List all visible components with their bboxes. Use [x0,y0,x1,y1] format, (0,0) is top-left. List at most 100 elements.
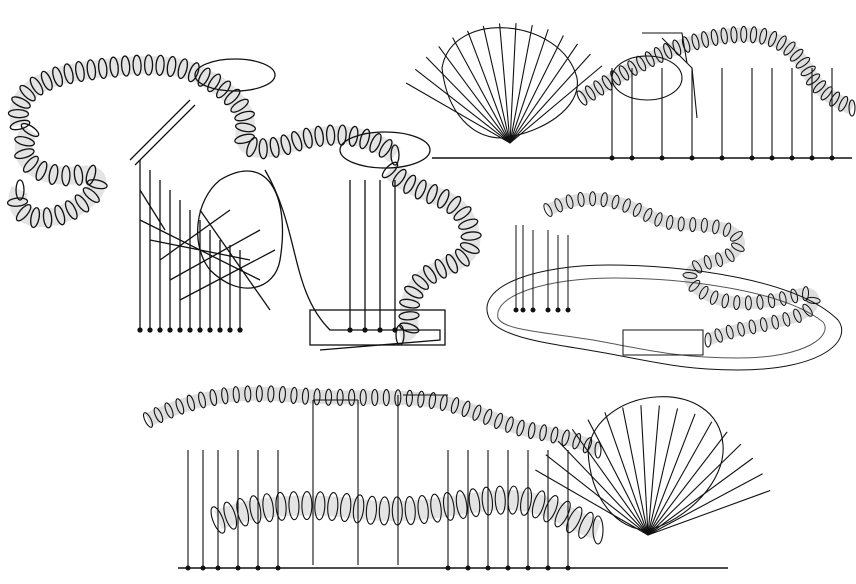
column-footing [520,307,526,313]
runout-platform [622,329,704,356]
tube-ring [698,285,709,300]
tube-ring [505,416,514,433]
column-footing [689,155,695,161]
funnel-rib [509,65,603,144]
column-footing [217,327,223,333]
tube-ring [313,388,321,406]
tube-path-bottom-upper [144,386,602,457]
column-footing [237,327,243,333]
tube-ring [255,385,263,403]
tube-ring [790,288,799,304]
tube-ring [561,429,570,447]
funnel-rib [557,440,649,536]
tube-ring [61,165,71,187]
funnel-rib [414,68,511,144]
tube-ring [459,242,480,255]
tube-rings-bottom [142,385,604,545]
tube-ring [618,65,630,81]
tube-ring [783,41,796,56]
funnel-rib [647,457,754,536]
tube-ring [48,163,59,186]
tube-ring [109,56,119,78]
tube-ring [453,206,472,221]
tube-ring [42,207,53,229]
tube-ring [767,30,778,48]
support-columns-bottom [185,450,571,571]
tube-ring [52,66,64,88]
tube-ring [142,412,154,428]
tube-ring [455,490,468,519]
tube-ring [434,258,447,279]
tube-ring [689,217,697,233]
tube-ring [301,387,310,405]
tube-ring [779,291,787,306]
tube-ring [654,212,663,227]
tube-ring [19,84,36,102]
funnel-rib [647,431,728,536]
elevation-wireframe [405,23,856,161]
tube-path-right [383,163,481,344]
column-footing [137,327,143,333]
funnel-rib [509,35,564,144]
tube-ring [802,303,813,317]
column-footing [719,155,725,161]
tube-ring [22,155,39,173]
tube-ring [472,404,482,421]
funnel-rib [425,56,511,144]
tube-ring [325,124,336,146]
funnel-rib [509,53,591,144]
funnel-rib [509,43,579,144]
funnel-rib [647,408,679,536]
tube-ring [382,389,390,407]
tube-ring [278,386,287,404]
funnel-rib [509,23,517,144]
tube-ring [411,274,430,291]
funnel-rib [482,25,511,144]
column-footing [513,307,519,313]
tube-ring [428,392,437,410]
column-footing [207,327,213,333]
tube-ring [550,426,559,444]
tube-ring [688,279,701,292]
tube-ring [221,387,229,405]
tube-ring [527,422,536,440]
tube-ring [450,397,460,414]
bowl-right [339,131,431,169]
tube-ring [336,388,344,406]
tube-ring [744,295,752,311]
tube-ring [75,60,85,83]
funnel-rib [587,419,649,536]
tube-ring [399,298,421,309]
funnel-rib [647,443,742,536]
tube-ring [132,54,142,76]
tube-ring [611,194,620,210]
tube-ring [207,73,222,93]
funnel-rib [647,490,771,536]
tube-ring [576,90,588,106]
tube-ring [14,148,35,160]
tube-ring [712,219,720,235]
tube-ring [589,191,597,207]
tube-ring [793,308,802,323]
tube-ring [30,207,41,229]
funnel-rib [647,413,696,536]
tube-ring [704,332,712,348]
tube-ring [539,424,547,442]
tube-ring [543,203,553,217]
tube-ring [86,179,108,190]
tube-ring [644,51,655,67]
support-columns-elevation [609,68,835,161]
tube-ring [643,207,653,222]
tube-ring [177,58,189,80]
tube-ring [710,29,719,46]
tube-ring [422,265,437,284]
tube-ring [749,26,758,44]
tube-ring [584,85,596,101]
tube-ring [756,294,764,310]
column-footing [659,155,665,161]
tube-ring [348,125,359,147]
tube-ring [215,80,232,99]
tube-ring [665,215,674,230]
tube-ring [703,255,712,270]
tube-rings-iso [543,191,821,348]
